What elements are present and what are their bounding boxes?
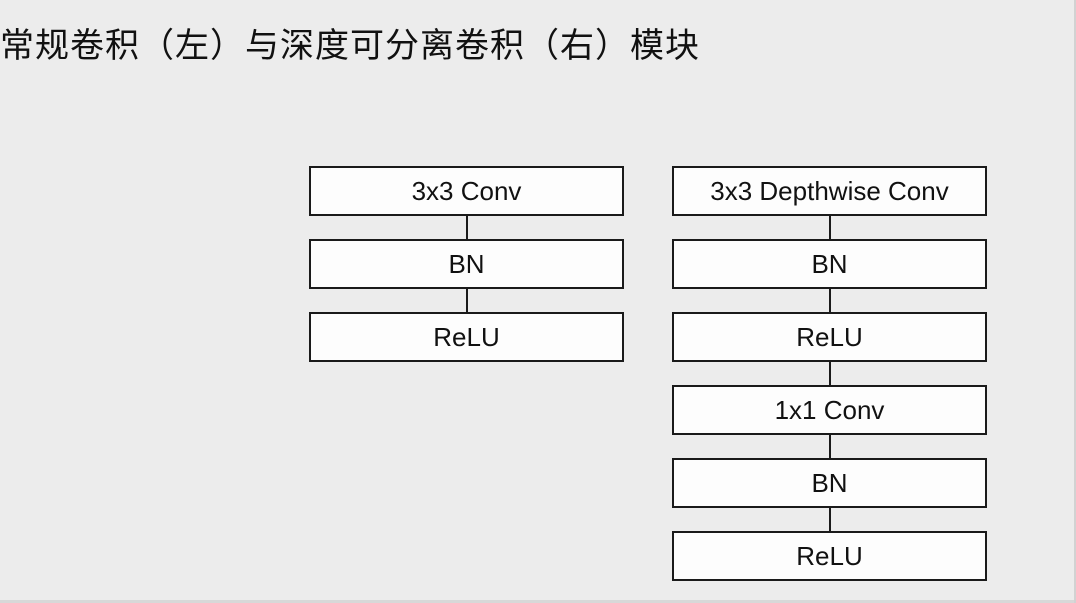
block-bn: BN <box>672 458 987 508</box>
block-relu: ReLU <box>672 531 987 581</box>
block-bn: BN <box>309 239 624 289</box>
slide-title: 常规卷积（左）与深度可分离卷积（右）模块 <box>0 26 700 66</box>
connector-line <box>465 289 468 312</box>
connector-line <box>828 216 831 239</box>
connector-line <box>828 508 831 531</box>
depthwise-separable-conv-module: 3x3 Depthwise Conv BN ReLU 1x1 Conv BN R… <box>672 166 987 581</box>
connector-line <box>828 435 831 458</box>
connector-line <box>828 289 831 312</box>
block-bn: BN <box>672 239 987 289</box>
block-relu: ReLU <box>309 312 624 362</box>
connector-line <box>465 216 468 239</box>
connector-line <box>828 362 831 385</box>
block-3x3-conv: 3x3 Conv <box>309 166 624 216</box>
bottom-edge-divider <box>0 600 1076 603</box>
right-edge-divider <box>1074 0 1076 603</box>
regular-conv-module: 3x3 Conv BN ReLU <box>309 166 624 362</box>
block-1x1-conv: 1x1 Conv <box>672 385 987 435</box>
block-3x3-depthwise-conv: 3x3 Depthwise Conv <box>672 166 987 216</box>
block-relu: ReLU <box>672 312 987 362</box>
